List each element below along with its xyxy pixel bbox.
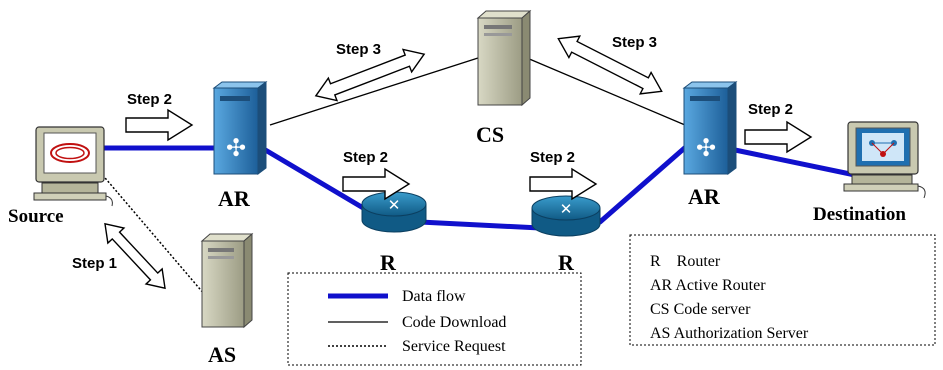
step2-arrow-r-r bbox=[529, 167, 598, 201]
code-download-link-left bbox=[269, 57, 479, 126]
step1-arrow bbox=[104, 222, 166, 290]
step3-arrow-left bbox=[314, 48, 426, 102]
data-flow-path bbox=[97, 142, 858, 231]
source-label: Source bbox=[8, 206, 64, 227]
legend-code-download-label: Code Download bbox=[402, 314, 506, 331]
code-server-label: CS bbox=[476, 122, 504, 147]
legend-router: R Router bbox=[650, 253, 721, 270]
legend-service-request-label: Service Request bbox=[402, 338, 506, 355]
step2-arrow-ar-dest bbox=[744, 120, 813, 154]
step3-label-right: Step 3 bbox=[612, 34, 657, 51]
step3-arrow-right bbox=[557, 35, 663, 95]
router-right-icon[interactable]: ✕ bbox=[531, 195, 601, 237]
step2-label-ar-dest: Step 2 bbox=[748, 101, 793, 118]
destination-computer-icon[interactable] bbox=[843, 121, 926, 199]
router-right-label: R bbox=[558, 250, 575, 275]
router-left-icon[interactable]: ✕ bbox=[361, 191, 427, 233]
step1-label: Step 1 bbox=[72, 255, 117, 272]
svg-text:✕: ✕ bbox=[388, 196, 401, 214]
active-router-left-icon[interactable]: ✣ bbox=[212, 81, 268, 175]
code-download-link-right bbox=[526, 57, 686, 126]
router-left-label: R bbox=[380, 250, 397, 275]
step2-label-source-ar: Step 2 bbox=[127, 91, 172, 108]
source-computer-icon[interactable] bbox=[33, 126, 113, 207]
svg-text:✕: ✕ bbox=[560, 200, 573, 218]
legend-active-router: AR Active Router bbox=[650, 277, 766, 294]
step2-arrow-source-ar bbox=[125, 108, 194, 142]
legend-code-server: CS Code server bbox=[650, 301, 751, 318]
step2-arrow-ar-r bbox=[342, 167, 411, 201]
step2-label-r-r: Step 2 bbox=[530, 149, 575, 166]
active-router-right-label: AR bbox=[688, 184, 721, 209]
authorization-server-icon[interactable] bbox=[200, 232, 254, 329]
svg-text:✣: ✣ bbox=[226, 134, 246, 162]
svg-text:✣: ✣ bbox=[696, 134, 716, 162]
authorization-server-label: AS bbox=[208, 342, 236, 367]
destination-label: Destination bbox=[813, 204, 906, 225]
legend-data-flow-label: Data flow bbox=[402, 288, 466, 305]
step2-label-ar-r: Step 2 bbox=[343, 149, 388, 166]
service-request-link bbox=[99, 171, 206, 296]
active-router-left-label: AR bbox=[218, 186, 251, 211]
step3-label-left: Step 3 bbox=[336, 41, 381, 58]
legend-abbreviations: R Router AR Active Router CS Code server… bbox=[629, 234, 936, 346]
active-router-right-icon[interactable]: ✣ bbox=[682, 81, 738, 175]
code-server-icon[interactable] bbox=[476, 9, 532, 107]
legend-line-types: Data flow Code Download Service Request bbox=[287, 272, 582, 366]
legend-authorization-server: AS Authorization Server bbox=[650, 325, 809, 342]
